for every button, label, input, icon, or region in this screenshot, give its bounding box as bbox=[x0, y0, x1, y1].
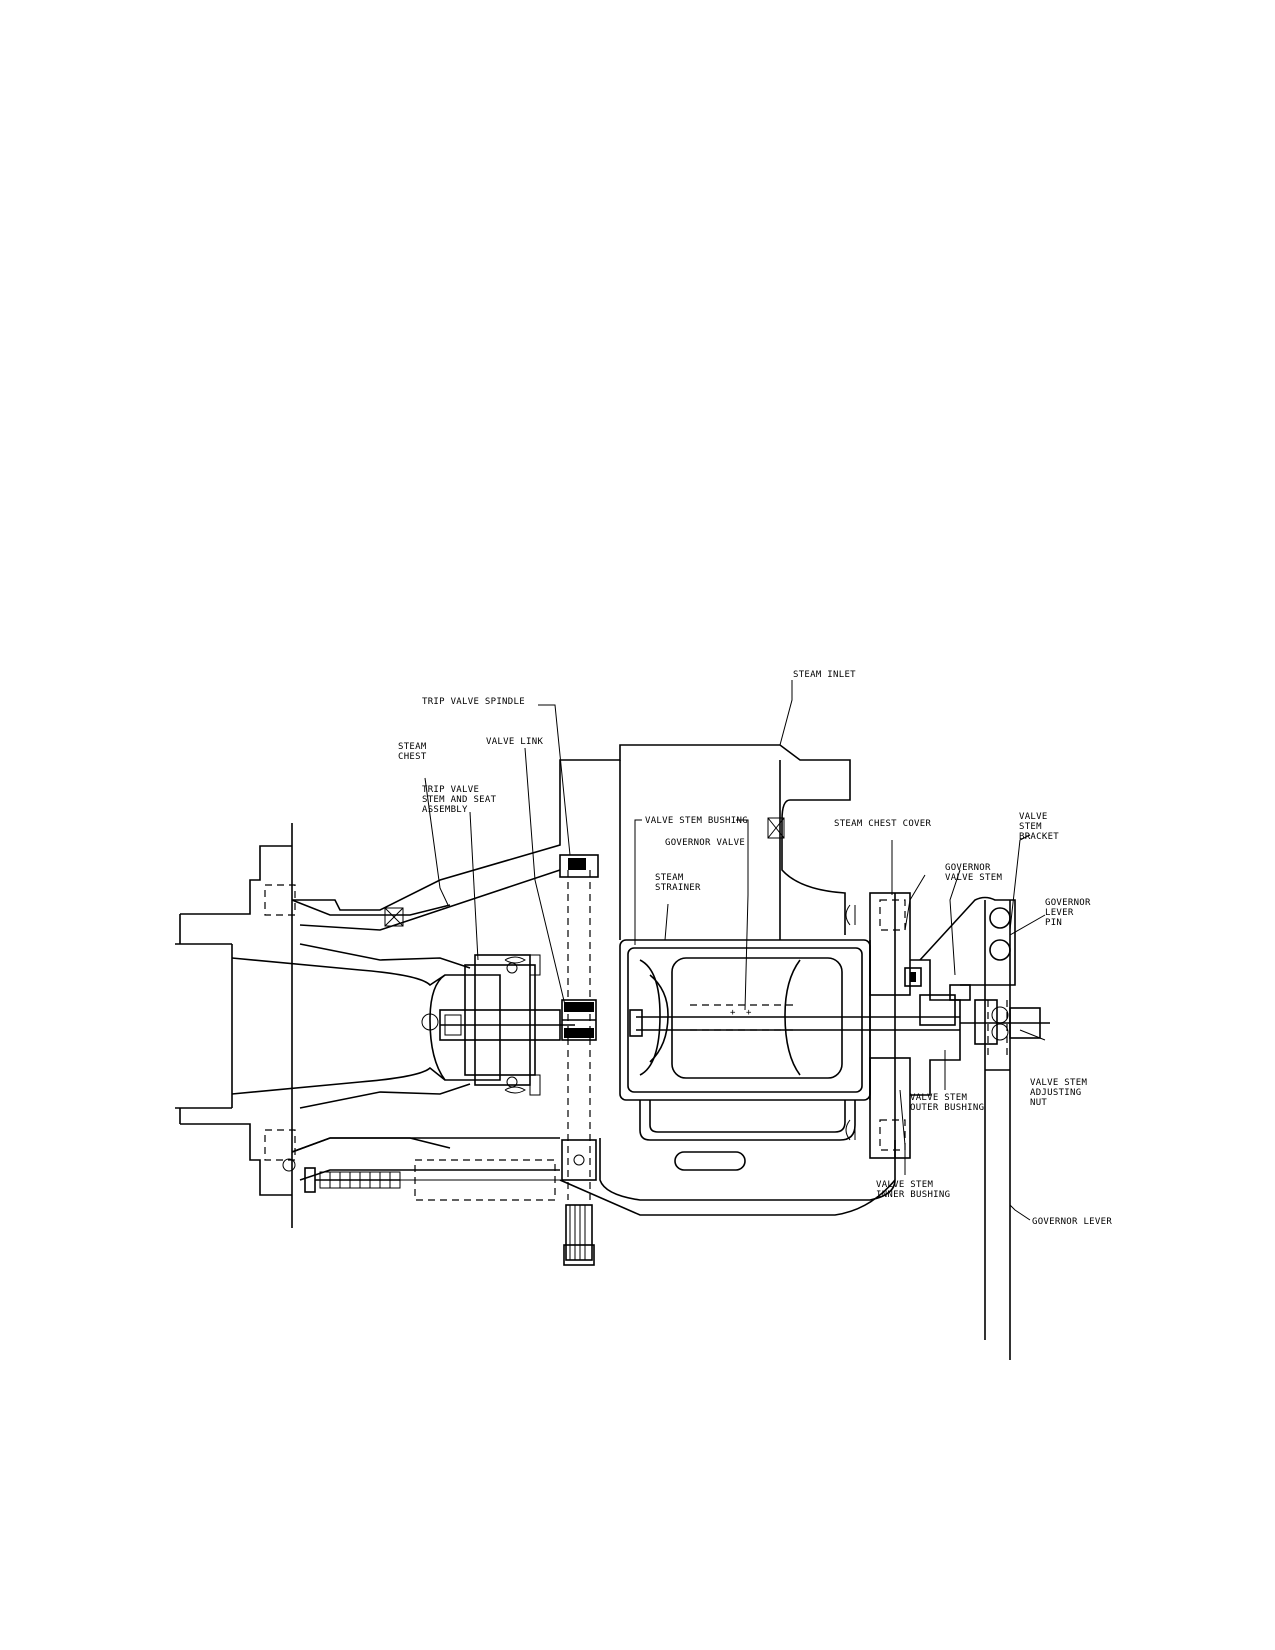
callout-labels: STEAM INLET TRIP VALVE SPINDLE VALVE LIN… bbox=[398, 670, 1112, 1227]
label-steam-chest-cover: STEAM CHEST COVER bbox=[834, 819, 931, 829]
steam-chest-cover bbox=[845, 892, 961, 1159]
label-valve-stem-adjusting-nut-line1: VALVE STEM bbox=[1030, 1078, 1087, 1088]
label-steam-chest-line2: CHEST bbox=[398, 752, 427, 762]
valve-link bbox=[559, 854, 599, 1266]
label-governor-valve-stem-line1: GOVERNOR bbox=[945, 863, 991, 873]
label-trip-valve-assembly-line1: TRIP VALVE bbox=[422, 785, 479, 795]
svg-text:+: + bbox=[730, 1008, 736, 1018]
turbine-casing-flange bbox=[175, 823, 296, 1228]
label-steam-inlet: STEAM INLET bbox=[793, 670, 856, 680]
label-governor-valve: GOVERNOR VALVE bbox=[665, 838, 745, 848]
label-steam-chest-line1: STEAM bbox=[398, 742, 427, 752]
label-governor-lever-pin-line2: LEVER bbox=[1045, 908, 1074, 918]
valve-stem-bracket bbox=[904, 896, 1050, 1045]
trip-valve-assembly bbox=[421, 954, 575, 1096]
label-valve-stem-inner-bushing-line1: VALVE STEM bbox=[876, 1180, 933, 1190]
label-trip-valve-spindle: TRIP VALVE SPINDLE bbox=[422, 697, 525, 707]
label-trip-valve-assembly-line2: STEM AND SEAT bbox=[422, 795, 497, 805]
steam-strainer bbox=[619, 939, 871, 1171]
steam-chest-body bbox=[292, 744, 851, 940]
label-governor-lever-pin-line1: GOVERNOR bbox=[1045, 898, 1091, 908]
label-valve-stem-outer-bushing-line2: OUTER BUSHING bbox=[910, 1103, 984, 1113]
label-valve-stem-bracket-line2: STEM bbox=[1019, 822, 1042, 832]
label-steam-strainer-line1: STEAM bbox=[655, 873, 684, 883]
label-valve-stem-bracket-line1: VALVE bbox=[1019, 812, 1048, 822]
governor-valve: + + bbox=[629, 957, 960, 1079]
svg-text:+: + bbox=[746, 1008, 752, 1018]
label-valve-stem-inner-bushing-line2: INNER BUSHING bbox=[876, 1190, 950, 1200]
label-valve-stem-adjusting-nut-line2: ADJUSTING bbox=[1030, 1088, 1081, 1098]
label-valve-link: VALVE LINK bbox=[486, 737, 543, 747]
label-trip-valve-assembly-line3: ASSEMBLY bbox=[422, 805, 468, 815]
label-governor-lever: GOVERNOR LEVER bbox=[1032, 1217, 1112, 1227]
label-governor-lever-pin-line3: PIN bbox=[1045, 918, 1062, 928]
label-valve-stem-bushing: VALVE STEM BUSHING bbox=[645, 816, 748, 826]
label-valve-stem-adjusting-nut-line3: NUT bbox=[1030, 1098, 1047, 1108]
leader-lines bbox=[424, 680, 1046, 1221]
label-valve-stem-outer-bushing-line1: VALVE STEM bbox=[910, 1093, 967, 1103]
label-governor-valve-stem-line2: VALVE STEM bbox=[945, 873, 1002, 883]
nozzle-bore bbox=[231, 899, 471, 1153]
label-valve-stem-bracket-line3: BRACKET bbox=[1019, 832, 1059, 842]
steam-chest-lower bbox=[291, 1137, 896, 1216]
label-steam-strainer-line2: STRAINER bbox=[655, 883, 701, 893]
governor-lever bbox=[984, 900, 1011, 1360]
